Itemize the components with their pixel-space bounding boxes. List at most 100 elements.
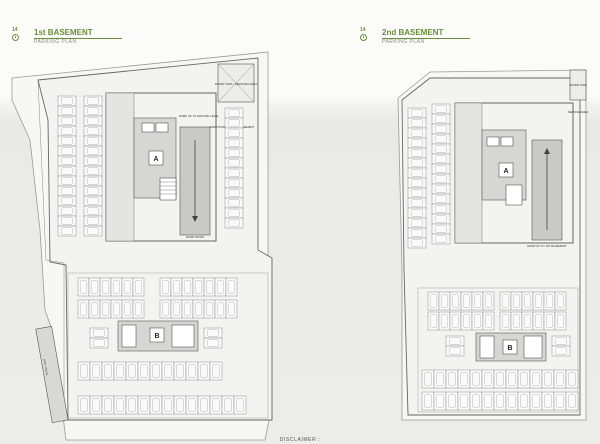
ramp-down-label-2: RAMP DOWN (186, 235, 204, 239)
clock-icon (12, 34, 19, 41)
car-icon (436, 372, 444, 386)
car-icon (424, 372, 432, 386)
car-icon (102, 302, 109, 316)
plan-number: 14 (12, 27, 18, 33)
car-icon (184, 302, 191, 316)
car-icon (435, 155, 447, 163)
parking-stall (482, 311, 495, 331)
car-icon (228, 109, 240, 117)
car-icon (435, 195, 447, 203)
car-icon (532, 394, 540, 408)
car-icon (496, 394, 504, 408)
car-icon (411, 149, 423, 157)
lift-b (171, 324, 195, 348)
car-icon (544, 394, 552, 408)
block-b-box (149, 327, 165, 343)
car-icon (135, 280, 142, 294)
car-icon (116, 398, 124, 412)
car-icon (411, 179, 423, 187)
car-icon (61, 227, 73, 235)
car-icon (411, 209, 423, 217)
entry-strip (35, 325, 69, 424)
car-icon (557, 314, 564, 328)
car-icon (474, 294, 481, 308)
car-icon (87, 107, 99, 115)
car-icon (87, 217, 99, 225)
car-icon (520, 394, 528, 408)
car-icon (61, 97, 73, 105)
car-icon (228, 302, 235, 316)
car-icon (164, 364, 172, 378)
stair-b (121, 324, 137, 348)
car-icon (116, 364, 124, 378)
parking-stall (209, 361, 223, 381)
car-icon (228, 119, 240, 127)
car-icon (448, 394, 456, 408)
car-icon (411, 189, 423, 197)
car-icon (93, 339, 105, 347)
car-icon (411, 219, 423, 227)
car-icon (435, 165, 447, 173)
car-icon (485, 314, 492, 328)
car-icon (61, 177, 73, 185)
car-icon (61, 107, 73, 115)
car-icon (546, 294, 553, 308)
car-icon (484, 394, 492, 408)
drive-way-left (454, 102, 483, 244)
services-label: WATER TANK (569, 83, 587, 87)
car-icon (61, 147, 73, 155)
car-icon (162, 280, 169, 294)
car-icon (61, 117, 73, 125)
ramp-arrow-head (192, 216, 198, 222)
car-icon (87, 167, 99, 175)
lift-a1 (141, 122, 155, 133)
car-icon (435, 215, 447, 223)
parking-stall (554, 311, 567, 331)
plan-title: 1st BASEMENT (34, 28, 93, 37)
car-icon (411, 129, 423, 137)
car-icon (173, 302, 180, 316)
car-icon (449, 347, 461, 355)
car-icon (61, 167, 73, 175)
car-icon (544, 372, 552, 386)
parking-stall (224, 217, 244, 229)
car-icon (87, 147, 99, 155)
title-rule (382, 38, 470, 39)
car-icon (195, 302, 202, 316)
car-icon (128, 364, 136, 378)
car-icon (463, 314, 470, 328)
car-icon (228, 149, 240, 157)
parking-stall (565, 391, 579, 411)
car-icon (449, 337, 461, 345)
car-icon (176, 364, 184, 378)
car-icon (441, 294, 448, 308)
car-icon (140, 398, 148, 412)
car-icon (513, 294, 520, 308)
parking-stall (551, 345, 571, 357)
car-icon (152, 398, 160, 412)
car-icon (460, 394, 468, 408)
disclaimer: DISCLAIMER : (279, 437, 321, 443)
car-icon (513, 314, 520, 328)
car-icon (228, 219, 240, 227)
block-a-label: A (503, 168, 508, 175)
car-icon (228, 139, 240, 147)
parking-stall (132, 277, 145, 297)
car-icon (430, 314, 437, 328)
car-icon (411, 109, 423, 117)
stair-a (505, 184, 523, 206)
car-icon (228, 129, 240, 137)
block-a-box (498, 162, 514, 178)
car-icon (61, 197, 73, 205)
car-icon (224, 398, 232, 412)
car-icon (435, 135, 447, 143)
car-icon (61, 157, 73, 165)
car-icon (228, 169, 240, 177)
block-b-label: B (154, 333, 159, 340)
car-icon (61, 137, 73, 145)
car-icon (173, 280, 180, 294)
car-icon (135, 302, 142, 316)
services-label-2: SERVICE AREA (568, 110, 589, 114)
parking-stall (554, 291, 567, 311)
ramp-up-label: RAMP UP TO 1ST BASEMENT (527, 244, 567, 248)
